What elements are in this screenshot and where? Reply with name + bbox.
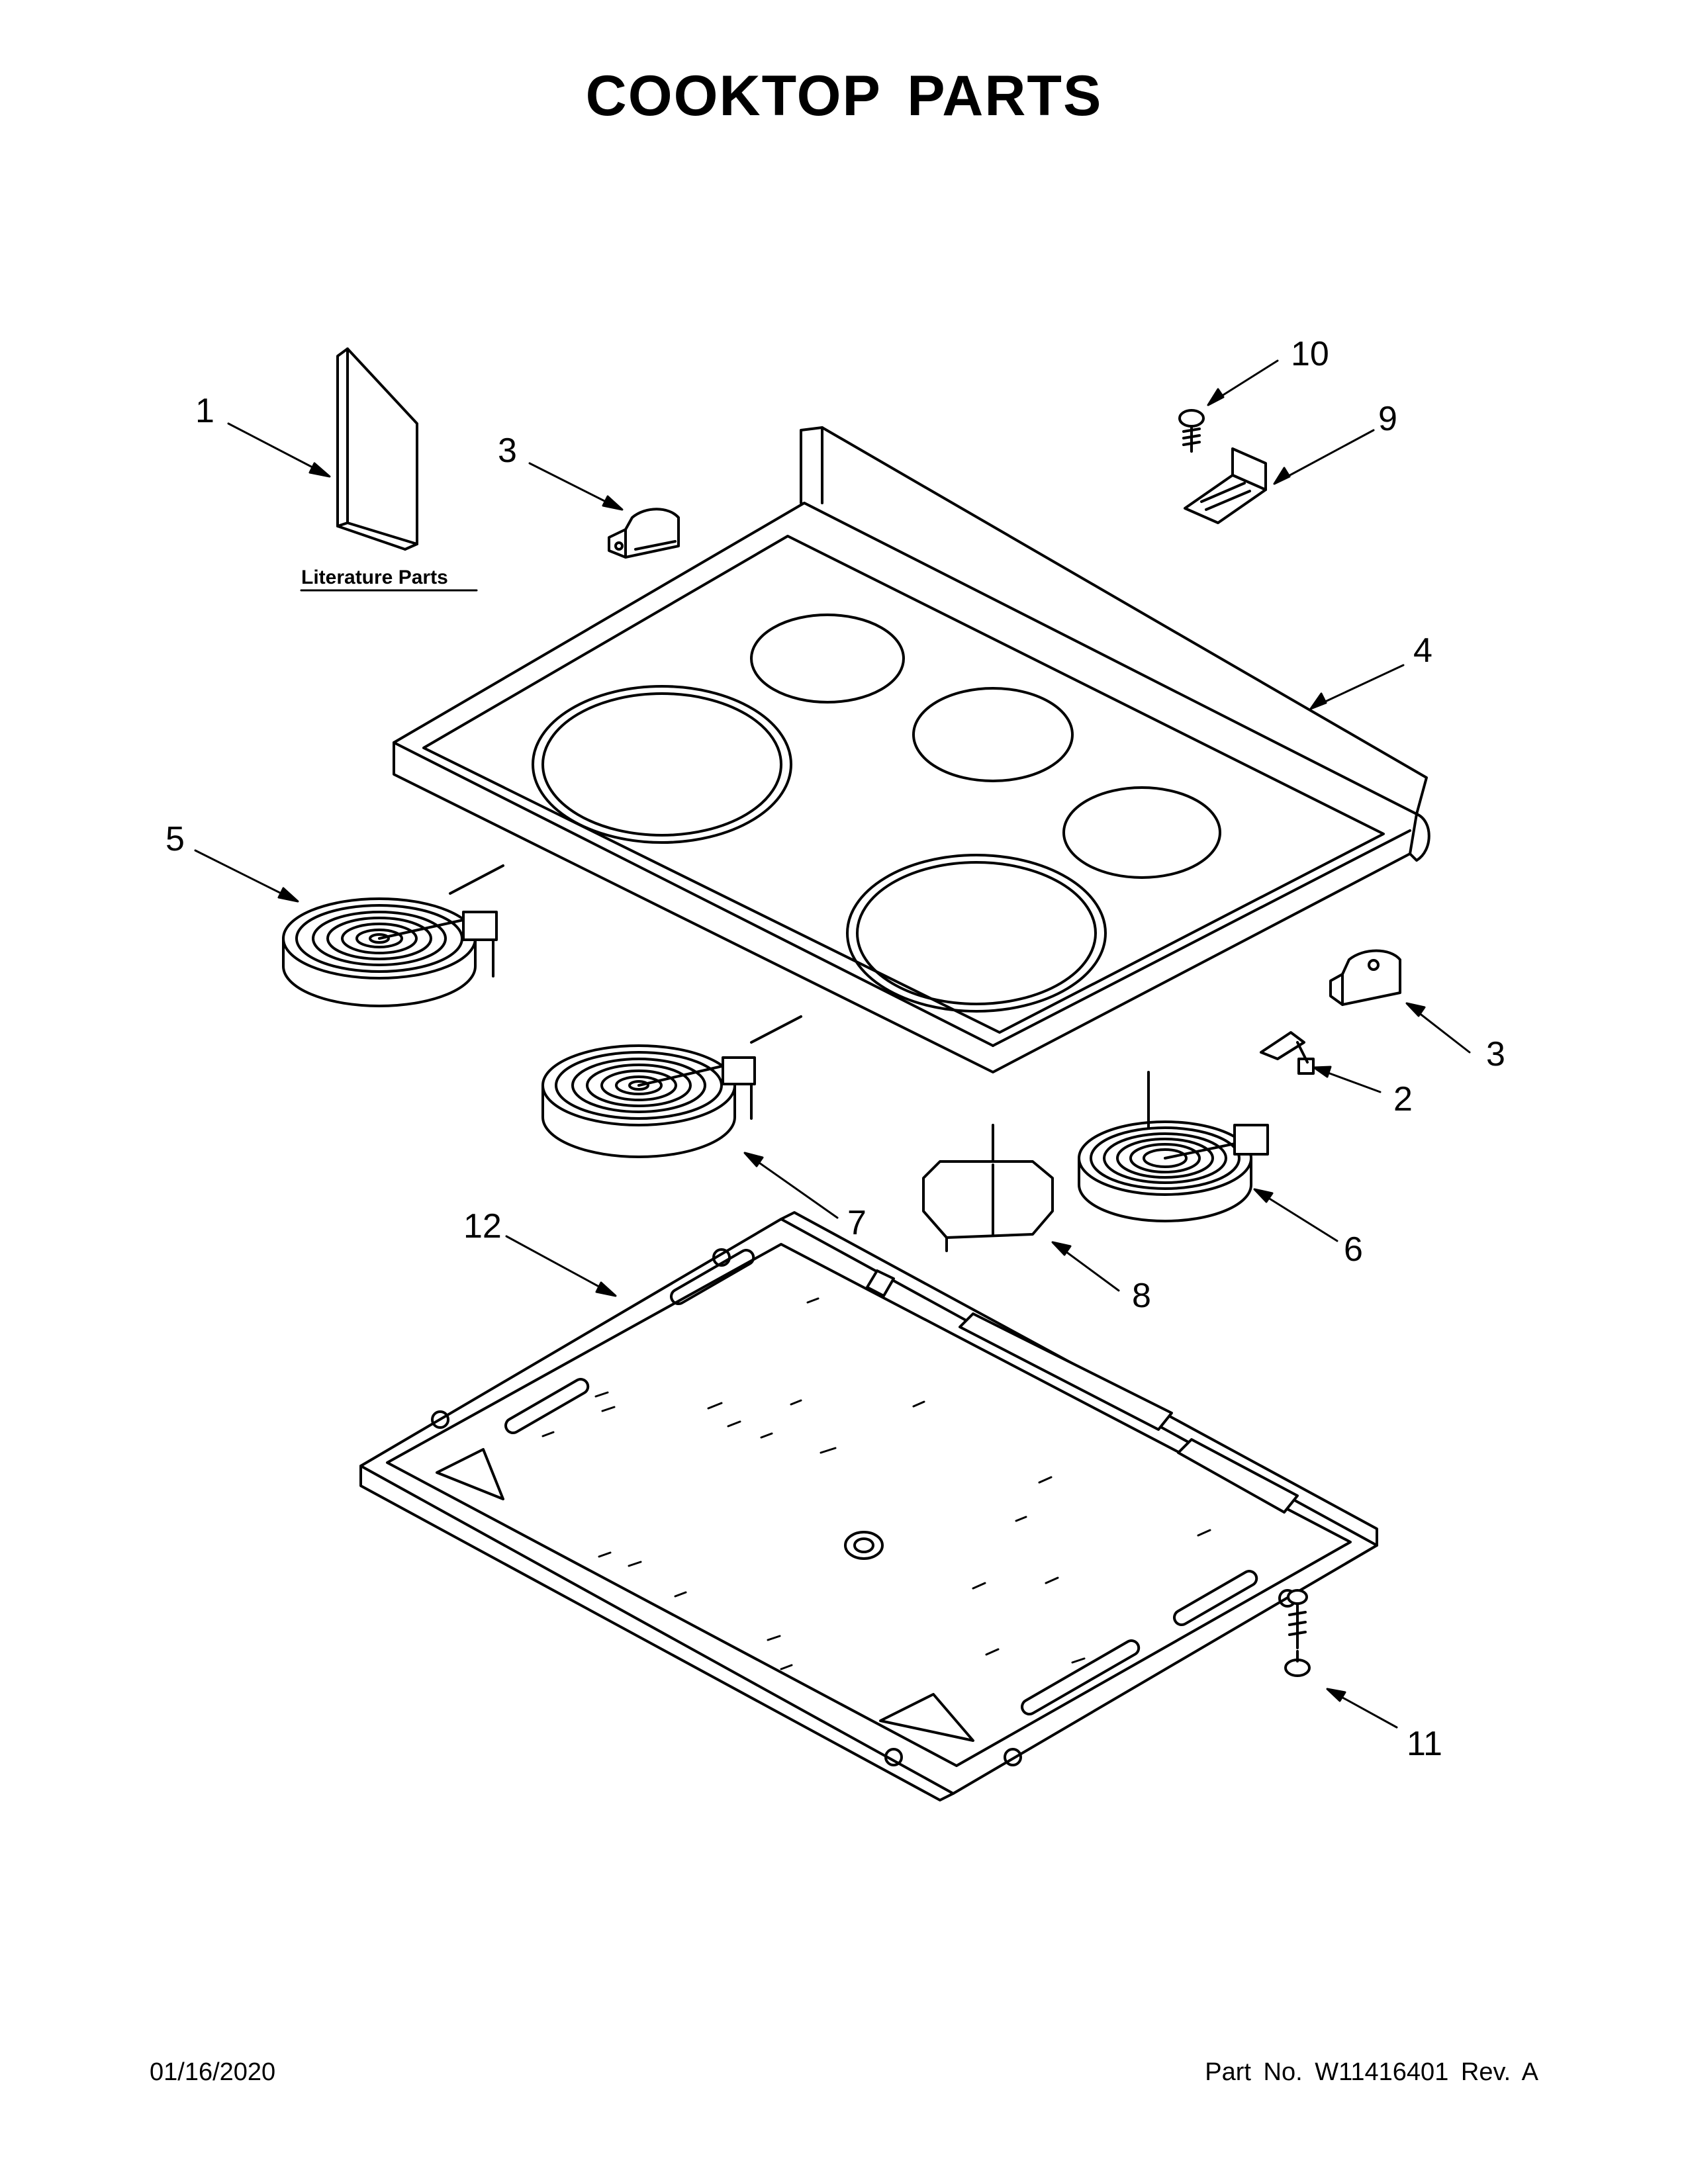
leader-lines bbox=[194, 359, 1471, 1729]
support-plate bbox=[922, 1160, 1054, 1252]
callout-9: 9 bbox=[1378, 400, 1397, 438]
callout-7: 7 bbox=[847, 1204, 867, 1242]
callout-6: 6 bbox=[1344, 1230, 1363, 1269]
footer-part-number: Part No. W11416401 Rev. A bbox=[1205, 2058, 1538, 2086]
callout-3-left: 3 bbox=[498, 432, 517, 470]
radiant-element-right bbox=[1078, 1120, 1269, 1222]
callout-11: 11 bbox=[1407, 1725, 1442, 1763]
footer-date: 01/16/2020 bbox=[150, 2058, 276, 2086]
hinge-bracket bbox=[1184, 447, 1267, 524]
callout-5: 5 bbox=[165, 820, 185, 858]
callout-4: 4 bbox=[1413, 631, 1432, 670]
bracket-right bbox=[1329, 949, 1401, 1006]
callout-1: 1 bbox=[195, 392, 214, 430]
callout-3-right: 3 bbox=[1486, 1035, 1505, 1073]
callout-12: 12 bbox=[463, 1207, 502, 1246]
screw-top bbox=[1178, 409, 1205, 453]
callout-2: 2 bbox=[1393, 1080, 1413, 1118]
bracket-left bbox=[608, 508, 680, 559]
radiant-element-middle bbox=[541, 1044, 756, 1158]
page-title: COOKTOP PARTS bbox=[585, 64, 1103, 128]
clip bbox=[1260, 1031, 1315, 1075]
radiant-element-left bbox=[282, 897, 498, 1007]
callout-10: 10 bbox=[1291, 335, 1329, 373]
glass-cooktop bbox=[393, 426, 1430, 1073]
callout-8: 8 bbox=[1132, 1277, 1151, 1315]
support-tray bbox=[359, 1211, 1378, 1801]
literature-booklet bbox=[336, 347, 418, 551]
screw-bottom bbox=[1284, 1589, 1311, 1677]
literature-parts-label: Literature Parts bbox=[301, 567, 448, 588]
